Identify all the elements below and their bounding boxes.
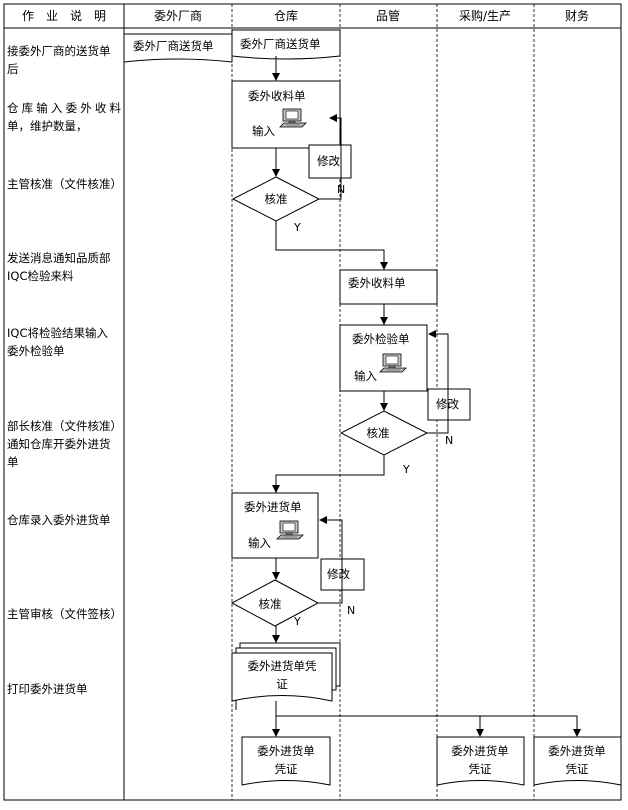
header-purchase: 采购/生产 [459, 8, 511, 23]
warehouse-delivery-label: 委外厂商送货单 [240, 37, 321, 51]
vendor-delivery-label: 委外厂商送货单 [133, 39, 214, 53]
purchase-order-box [231, 492, 319, 559]
nodes [123, 29, 622, 786]
no-mark: N [445, 434, 453, 447]
step-5: IQC将检验结果输入委外检验单 [7, 326, 108, 358]
voucher-warehouse-label: 委外进货单凭证 [257, 744, 315, 776]
voucher-multidoc [231, 642, 341, 710]
approve-label-1: 核准 [265, 192, 288, 206]
receipt-label: 委外收料单 [248, 89, 306, 103]
modify-box-1 [308, 144, 352, 179]
voucher-main-label: 委外进货单凭证 [248, 659, 317, 691]
no-mark: N [337, 183, 345, 196]
header-quality: 品管 [376, 8, 400, 23]
header-row: 作 业 说 明 委外厂商 仓库 品管 采购/生产 财务 [22, 8, 589, 23]
yes-mark: Y [293, 221, 301, 234]
step-descriptions: 接委外厂商的送货单后 仓库输入委外收料单，维护数量， 主管核准（文件核准） 发送… [7, 44, 122, 696]
input-label-3: 输入 [248, 536, 271, 550]
node-labels: 委外厂商送货单 委外厂商送货单 委外收料单 输入 修改 核准 委外收料单 委外检… [133, 37, 606, 776]
no-mark: N [347, 604, 355, 617]
yes-mark: Y [293, 615, 301, 628]
warehouse-delivery-slip [231, 29, 341, 60]
yes-mark: Y [402, 463, 410, 476]
step-3: 主管核准（文件核准） [7, 177, 122, 191]
step-6: 部长核准（文件核准）通知仓库开委外进货单 [7, 419, 122, 469]
voucher-finance [533, 736, 622, 786]
header-description: 作 业 说 明 [22, 8, 106, 23]
step-7: 仓库录入委外进货单 [7, 513, 111, 527]
header-warehouse: 仓库 [274, 8, 298, 23]
modify-label-2: 修改 [436, 397, 459, 411]
modify-label-3: 修改 [327, 567, 350, 581]
decision-marks: N Y N Y N Y [293, 183, 453, 628]
inspection-label: 委外检验单 [352, 332, 410, 346]
qc-receipt-label: 委外收料单 [348, 276, 406, 290]
voucher-purchase-label: 委外进货单凭证 [451, 744, 509, 776]
connectors [272, 56, 581, 737]
input-label-2: 输入 [354, 369, 377, 383]
qc-receipt-box [339, 269, 438, 305]
input-label-1: 输入 [252, 124, 275, 138]
modify-box-2 [427, 388, 471, 421]
purchase-order-label: 委外进货单 [244, 500, 302, 514]
approve-label-3: 核准 [259, 597, 282, 611]
voucher-purchase [436, 736, 525, 786]
header-finance: 财务 [565, 8, 589, 23]
header-outsource: 委外厂商 [154, 8, 202, 23]
modify-label-1: 修改 [317, 154, 340, 168]
step-9: 打印委外进货单 [7, 682, 88, 696]
approve-diamond-3 [230, 579, 320, 627]
voucher-finance-label: 委外进货单凭证 [548, 744, 606, 776]
voucher-warehouse [241, 736, 331, 786]
step-1: 接委外厂商的送货单后 [7, 44, 111, 76]
step-2: 仓库输入委外收料单，维护数量， [7, 101, 122, 133]
approve-label-2: 核准 [367, 426, 390, 440]
step-8: 主管审核（文件签核） [7, 607, 122, 621]
